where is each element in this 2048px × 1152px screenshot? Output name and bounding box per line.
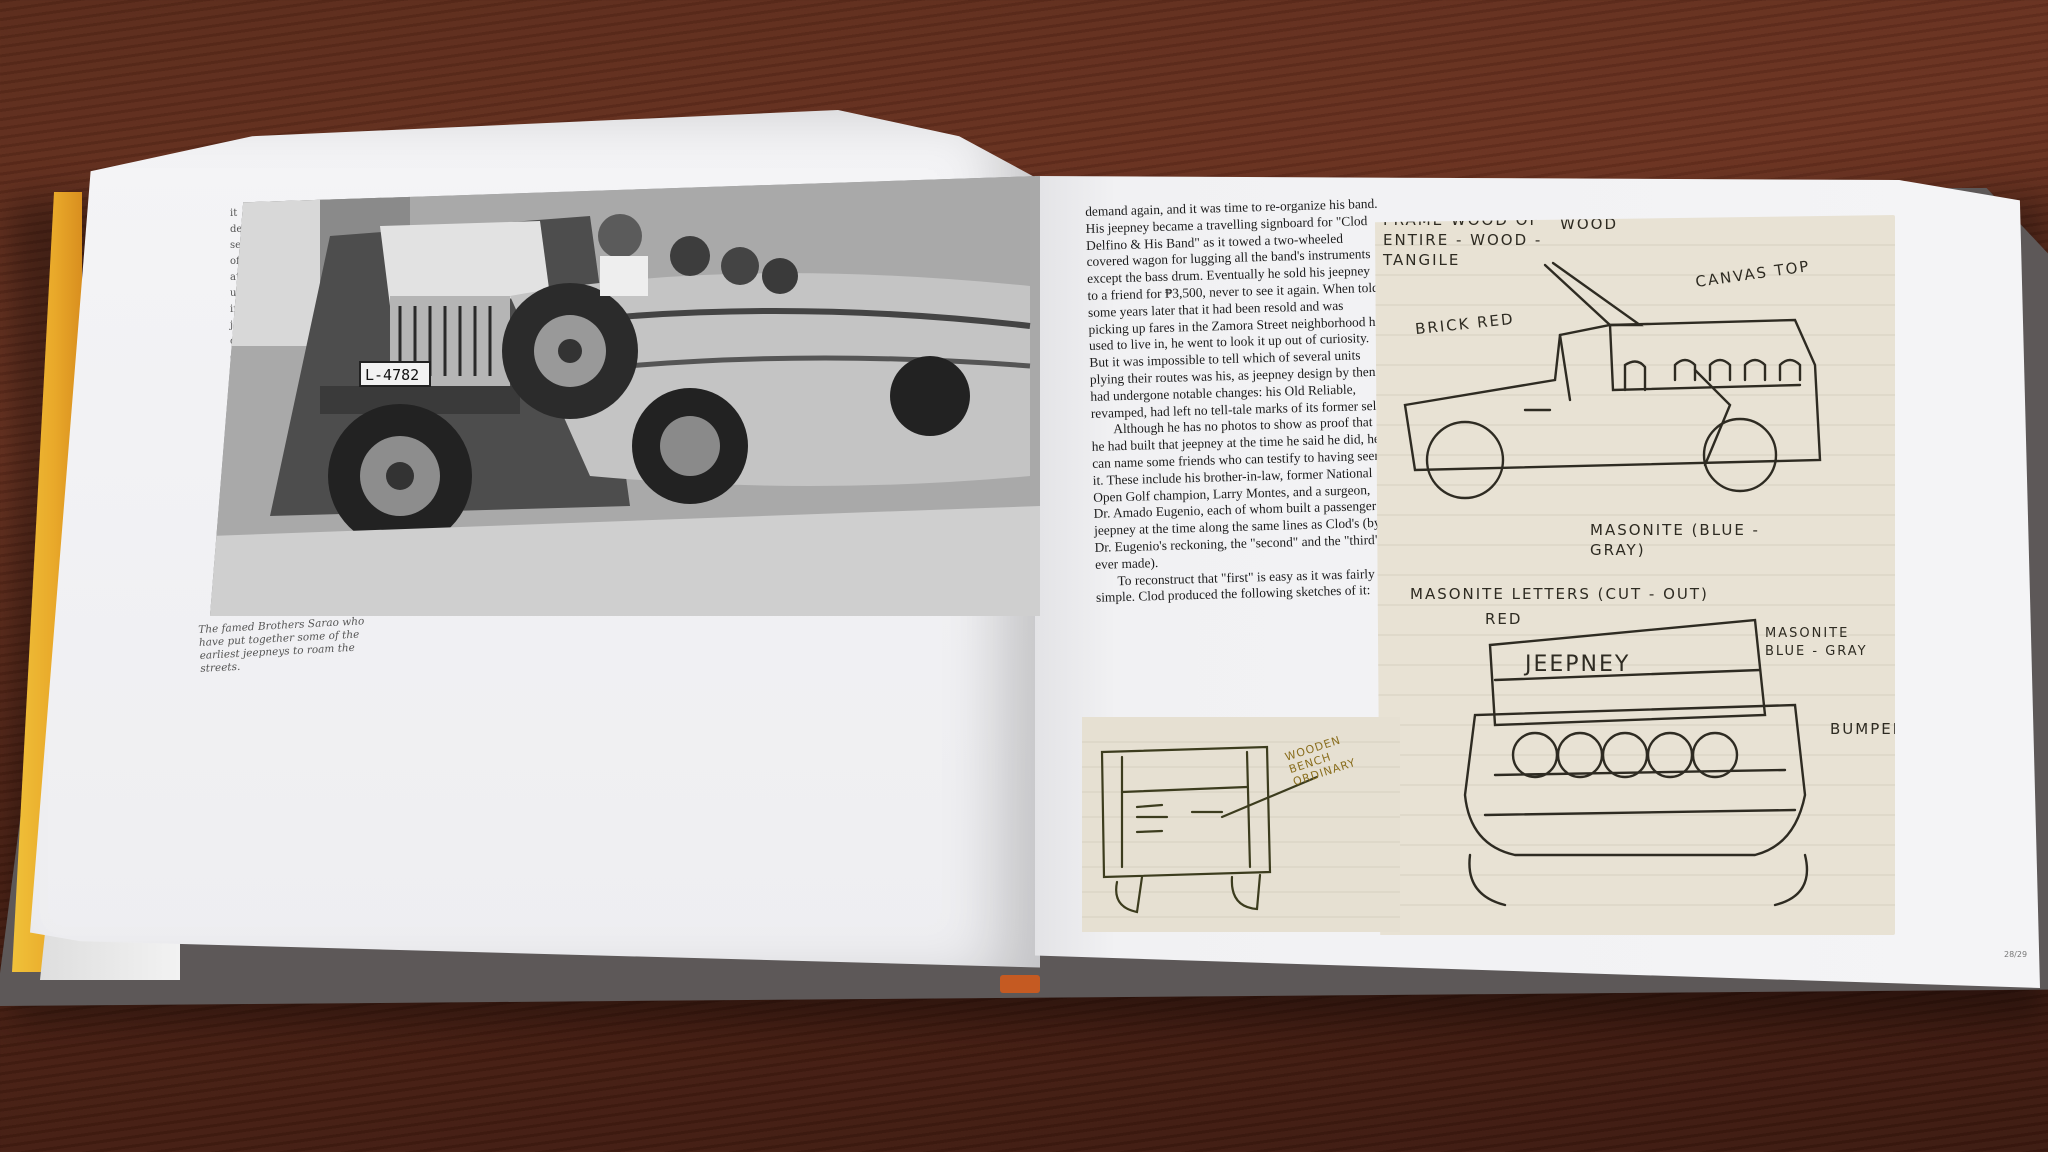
article-body-text: demand again, and it was time to re-orga…: [1085, 196, 1391, 607]
jeepney-photograph: L-4782: [210, 176, 1040, 616]
label-masonite-blue-gray: MASONITE BLUE - GRAY: [1765, 626, 1868, 659]
jeepney-sketch-large: FRAME WOOD OF ENTIRE - WOOD - TANGILE WO…: [1375, 215, 1895, 935]
photo-caption: The famed Brothers Sarao who have put to…: [198, 615, 365, 675]
text-fragment: of: [230, 256, 240, 267]
label-masonite: MASONITE (BLUE - GRAY): [1590, 521, 1760, 559]
jeepney-sketch-small: WOODEN BENCH ORDINARY: [1082, 717, 1400, 932]
text-fragment: se: [230, 240, 242, 251]
text-fragment: at: [230, 272, 240, 283]
license-plate-text: L-4782: [365, 366, 419, 384]
page-number: 28/29: [2004, 950, 2028, 959]
label-jeepney-sign: JEEPNEY: [1525, 652, 1631, 677]
label-masonite-letters: MASONITE LETTERS (CUT - OUT): [1410, 585, 1709, 603]
label-red: RED: [1485, 610, 1523, 628]
paragraph-2: Although he has no photos to show as pro…: [1091, 414, 1382, 572]
book-spine-band: [1000, 975, 1040, 993]
label-bumper: BUMPER: [1830, 720, 1906, 738]
paragraph-1: demand again, and it was time to re-orga…: [1085, 195, 1385, 421]
text-fragment: de: [230, 224, 243, 235]
text-fragment: u: [230, 288, 237, 299]
label-wood: WOOD: [1560, 215, 1618, 233]
text-fragment: it: [230, 208, 238, 219]
